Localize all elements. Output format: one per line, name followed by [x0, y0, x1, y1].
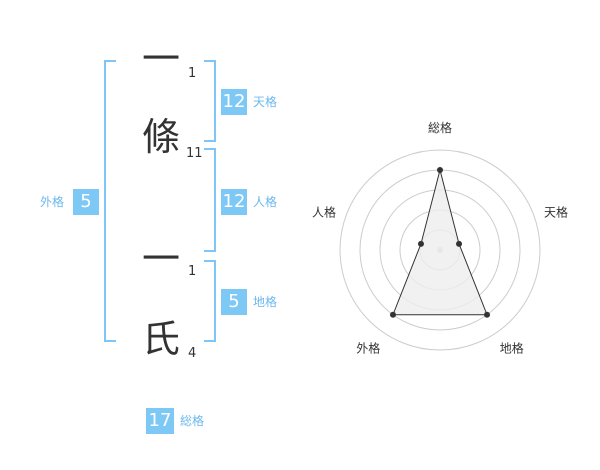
soukaku-value: 17 — [146, 408, 174, 434]
gaikaku-label: 外格 — [40, 195, 65, 209]
name-char-3: 一 — [142, 237, 181, 281]
name-char-2: 條 — [142, 115, 181, 159]
radar-polygon — [392, 169, 488, 316]
tenkaku-bracket — [204, 60, 216, 142]
chikaku-bracket — [204, 260, 216, 342]
jinkaku-label: 人格 — [253, 195, 278, 209]
radar-point — [484, 311, 491, 318]
soukaku-label: 総格 — [180, 414, 205, 428]
gaikaku-value: 5 — [73, 189, 99, 215]
radar-axis-label: 人格 — [312, 204, 336, 219]
name-char-4: 氏 — [142, 317, 181, 361]
radar-axis-label: 地格 — [500, 341, 524, 356]
tenkaku-label: 天格 — [253, 95, 278, 109]
jinkaku-bracket — [204, 148, 216, 252]
radar-point — [417, 240, 424, 247]
radar-point — [389, 311, 396, 318]
radar-axis-label: 外格 — [356, 341, 380, 356]
chikaku-label: 地格 — [253, 295, 278, 309]
radar-axis-label: 総格 — [428, 120, 452, 135]
stroke-count-1: 1 — [188, 66, 197, 81]
radar-axis-label: 天格 — [544, 204, 568, 219]
tenkaku-value: 12 — [221, 89, 247, 115]
stroke-count-4: 4 — [188, 346, 197, 361]
radar-grid-ring — [339, 149, 541, 351]
radar-point — [437, 167, 443, 173]
radar-points — [389, 167, 491, 318]
stroke-count-3: 1 — [188, 264, 197, 279]
stroke-count-2: 11 — [186, 146, 203, 161]
jinkaku-value: 12 — [221, 189, 247, 215]
name-char-1: 一 — [142, 37, 181, 81]
chikaku-value: 5 — [221, 289, 247, 315]
gaikaku-bracket — [104, 60, 116, 342]
radar-point — [456, 240, 463, 247]
